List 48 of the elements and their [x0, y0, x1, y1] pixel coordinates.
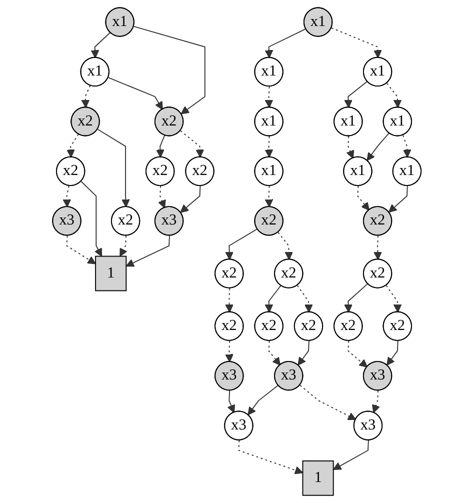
arrow	[108, 77, 164, 110]
arrow	[300, 384, 356, 420]
arrow	[81, 85, 91, 108]
arrow	[366, 132, 390, 161]
arrow	[80, 181, 102, 257]
arrow	[264, 186, 274, 208]
arrow	[344, 283, 368, 313]
arrow	[331, 27, 382, 58]
arrow	[134, 26, 206, 114]
arrow	[225, 228, 258, 260]
arrow	[386, 285, 402, 313]
arrow	[248, 384, 279, 416]
arrow	[264, 136, 274, 158]
arrow	[225, 340, 234, 362]
arrow	[278, 232, 294, 260]
arrow	[66, 134, 80, 158]
arrow	[388, 186, 408, 213]
arrow	[372, 390, 380, 414]
arrow	[344, 80, 368, 108]
arrow	[120, 235, 128, 257]
arrow	[156, 134, 166, 158]
arrow	[374, 235, 382, 260]
arrow	[180, 186, 201, 213]
arrow	[158, 186, 166, 208]
arrow	[386, 82, 402, 108]
arrow	[268, 340, 281, 366]
arrow	[66, 235, 96, 264]
arrow	[357, 186, 370, 211]
arrow	[180, 130, 204, 158]
arrow	[264, 86, 274, 108]
arrow	[346, 136, 354, 159]
arrow	[333, 440, 370, 470]
arrow	[238, 440, 304, 474]
arrow	[90, 32, 111, 58]
arrow	[62, 185, 72, 208]
arrow	[264, 285, 282, 313]
arrow	[298, 340, 310, 366]
arrow	[225, 288, 234, 313]
arrow	[348, 340, 368, 368]
arrow	[386, 340, 398, 366]
node-box: 1	[95, 256, 127, 292]
arrow	[402, 134, 412, 158]
arrow	[227, 390, 236, 414]
arrow	[297, 285, 313, 313]
arrow	[126, 235, 170, 267]
arrow	[264, 28, 307, 58]
node-box: 1	[302, 460, 334, 496]
arrow	[97, 128, 130, 208]
